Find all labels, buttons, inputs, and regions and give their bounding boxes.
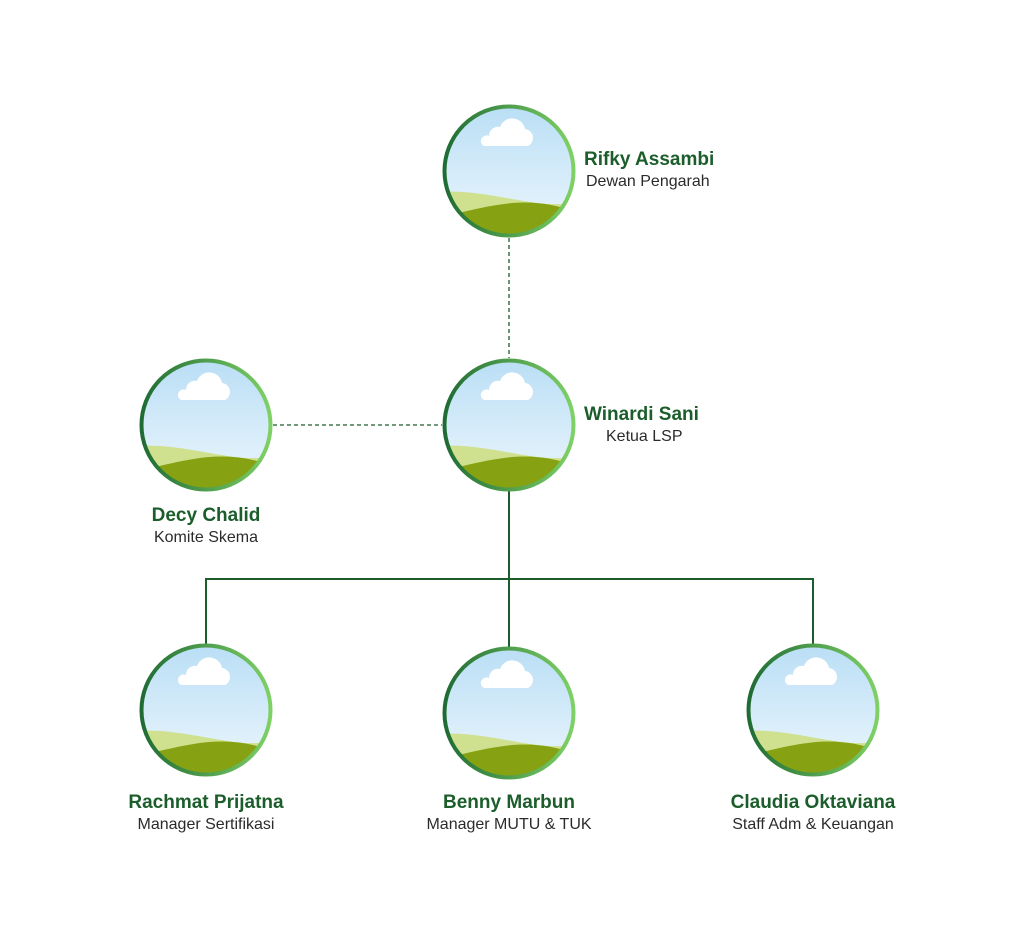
member-card-winardi: Winardi Sani Ketua LSP xyxy=(584,403,699,447)
avatar-ring xyxy=(442,104,576,238)
cloud-icon xyxy=(784,657,837,685)
avatar-benny xyxy=(442,646,576,780)
avatar-rachmat xyxy=(139,643,273,777)
member-name: Rachmat Prijatna xyxy=(128,792,284,813)
cloud-icon xyxy=(177,657,230,685)
cloud-icon xyxy=(480,118,533,146)
cloud-icon xyxy=(480,660,533,688)
member-role: Dewan Pengarah xyxy=(586,173,710,190)
member-role: Manager Sertifikasi xyxy=(137,816,275,833)
member-name: Winardi Sani xyxy=(584,404,699,425)
member-card-claudia: Claudia Oktaviana Staff Adm & Keuangan xyxy=(731,791,896,835)
avatar-ring xyxy=(746,643,880,777)
avatar-claudia xyxy=(746,643,880,777)
avatar-decy xyxy=(139,358,273,492)
avatar-ring xyxy=(139,358,273,492)
cloud-icon xyxy=(480,372,533,400)
member-role: Ketua LSP xyxy=(606,428,683,445)
member-name: Benny Marbun xyxy=(443,792,575,813)
avatar-ring xyxy=(442,358,576,492)
member-role: Manager MUTU & TUK xyxy=(426,816,592,833)
avatar-ring xyxy=(442,646,576,780)
member-name: Decy Chalid xyxy=(151,505,261,526)
cloud-icon xyxy=(177,372,230,400)
member-role: Komite Skema xyxy=(153,529,259,546)
member-card-rachmat: Rachmat Prijatna Manager Sertifikasi xyxy=(128,791,283,835)
member-card-decy: Decy Chalid Komite Skema xyxy=(152,504,261,548)
member-name: Rifky Assambi xyxy=(584,149,715,170)
member-role: Staff Adm & Keuangan xyxy=(732,816,894,833)
avatar-ring xyxy=(139,643,273,777)
member-card-benny: Benny Marbun Manager MUTU & TUK xyxy=(426,791,591,835)
member-name: Claudia Oktaviana xyxy=(730,792,896,813)
avatar-rifky xyxy=(442,104,576,238)
member-card-rifky: Rifky Assambi Dewan Pengarah xyxy=(584,148,714,192)
avatar-winardi xyxy=(442,358,576,492)
